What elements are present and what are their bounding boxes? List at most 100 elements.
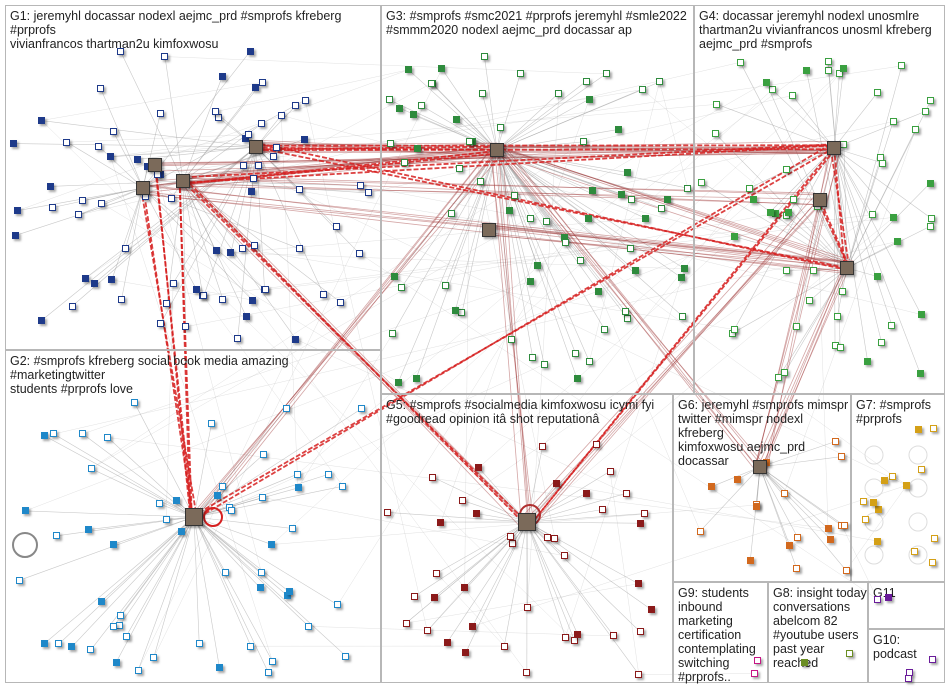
- edge: [526, 521, 615, 637]
- edge: [526, 521, 641, 524]
- group-panel-g8: G8: insight today conversations abelcom …: [768, 582, 868, 683]
- edge: [56, 516, 195, 537]
- edge: [193, 516, 338, 606]
- edge: [526, 521, 575, 641]
- edge: [281, 115, 735, 237]
- edge: [193, 516, 262, 573]
- edge: [462, 500, 528, 523]
- edge: [841, 525, 878, 600]
- edge: [215, 250, 528, 673]
- edge: [193, 143, 831, 521]
- edge: [496, 149, 576, 354]
- group-panel-g5: G5: #smprofs #socialmedia kimfoxwosu icy…: [381, 394, 673, 683]
- edge: [271, 504, 757, 545]
- edge: [137, 146, 494, 188]
- edge: [445, 149, 498, 286]
- edge: [256, 145, 835, 148]
- edge: [482, 93, 498, 151]
- edge: [833, 92, 878, 149]
- edge: [185, 183, 526, 522]
- edge: [184, 178, 527, 527]
- edge: [483, 234, 851, 268]
- edge: [193, 408, 288, 518]
- edge: [450, 149, 498, 215]
- edge: [496, 149, 512, 340]
- edge: [387, 512, 528, 523]
- edge: [98, 145, 144, 189]
- edge: [496, 149, 626, 312]
- edge: [734, 236, 848, 269]
- edge: [456, 89, 643, 121]
- edge: [202, 295, 344, 487]
- edge: [755, 271, 842, 464]
- edge: [78, 187, 144, 216]
- group-label-g2: G2: #smprofs kfreberg social book media …: [10, 354, 289, 396]
- edge: [388, 99, 498, 151]
- edge: [66, 141, 144, 189]
- edge: [193, 485, 344, 518]
- edge: [846, 225, 931, 269]
- edge: [833, 110, 926, 149]
- edge: [759, 441, 836, 468]
- edge: [526, 493, 627, 523]
- edge: [182, 146, 491, 179]
- edge: [164, 56, 607, 75]
- edge: [833, 147, 893, 326]
- edge: [764, 261, 850, 466]
- edge: [846, 129, 916, 269]
- edge: [462, 214, 873, 501]
- edge: [126, 516, 195, 637]
- edge: [142, 187, 197, 290]
- edge: [806, 70, 848, 269]
- edge: [229, 364, 545, 508]
- edge: [295, 338, 627, 494]
- edge: [758, 262, 848, 465]
- group-label-g11: G11: [873, 586, 896, 600]
- edge: [193, 454, 264, 518]
- edge: [759, 466, 831, 540]
- edge: [625, 199, 754, 312]
- edge: [526, 521, 579, 635]
- edge: [496, 149, 606, 331]
- edge: [193, 408, 362, 518]
- edge: [496, 81, 660, 151]
- group-panel-g2: G2: #smprofs kfreberg social book media …: [5, 350, 381, 683]
- self-loop: [864, 545, 884, 565]
- self-loop: [864, 445, 884, 465]
- group-panel-g10: G10: podcast: [868, 629, 945, 683]
- edge: [193, 516, 273, 662]
- edge: [304, 100, 428, 631]
- edge: [833, 147, 894, 218]
- edge: [421, 105, 498, 151]
- edge: [251, 146, 257, 192]
- edge: [493, 144, 765, 465]
- edge: [193, 516, 200, 644]
- edge: [503, 144, 757, 468]
- edge: [496, 149, 646, 219]
- edge: [796, 147, 835, 327]
- edge: [182, 180, 204, 296]
- edge: [110, 156, 273, 662]
- edge: [166, 180, 184, 304]
- edge: [146, 153, 502, 193]
- edge: [833, 147, 883, 164]
- edge: [53, 241, 898, 435]
- edge: [487, 224, 853, 267]
- edge: [631, 69, 807, 200]
- edge: [142, 187, 253, 301]
- edge: [793, 199, 848, 269]
- self-loop: [908, 445, 928, 465]
- edge: [531, 192, 825, 530]
- edge: [478, 236, 735, 468]
- edge: [491, 152, 522, 528]
- edge: [503, 147, 854, 267]
- edge: [50, 180, 184, 187]
- edge: [833, 147, 836, 346]
- edge: [184, 150, 495, 185]
- strong-edges: [140, 142, 851, 527]
- edge: [255, 146, 360, 254]
- edge: [78, 62, 741, 216]
- edge: [44, 435, 195, 518]
- edge: [142, 113, 161, 189]
- edge: [496, 149, 684, 317]
